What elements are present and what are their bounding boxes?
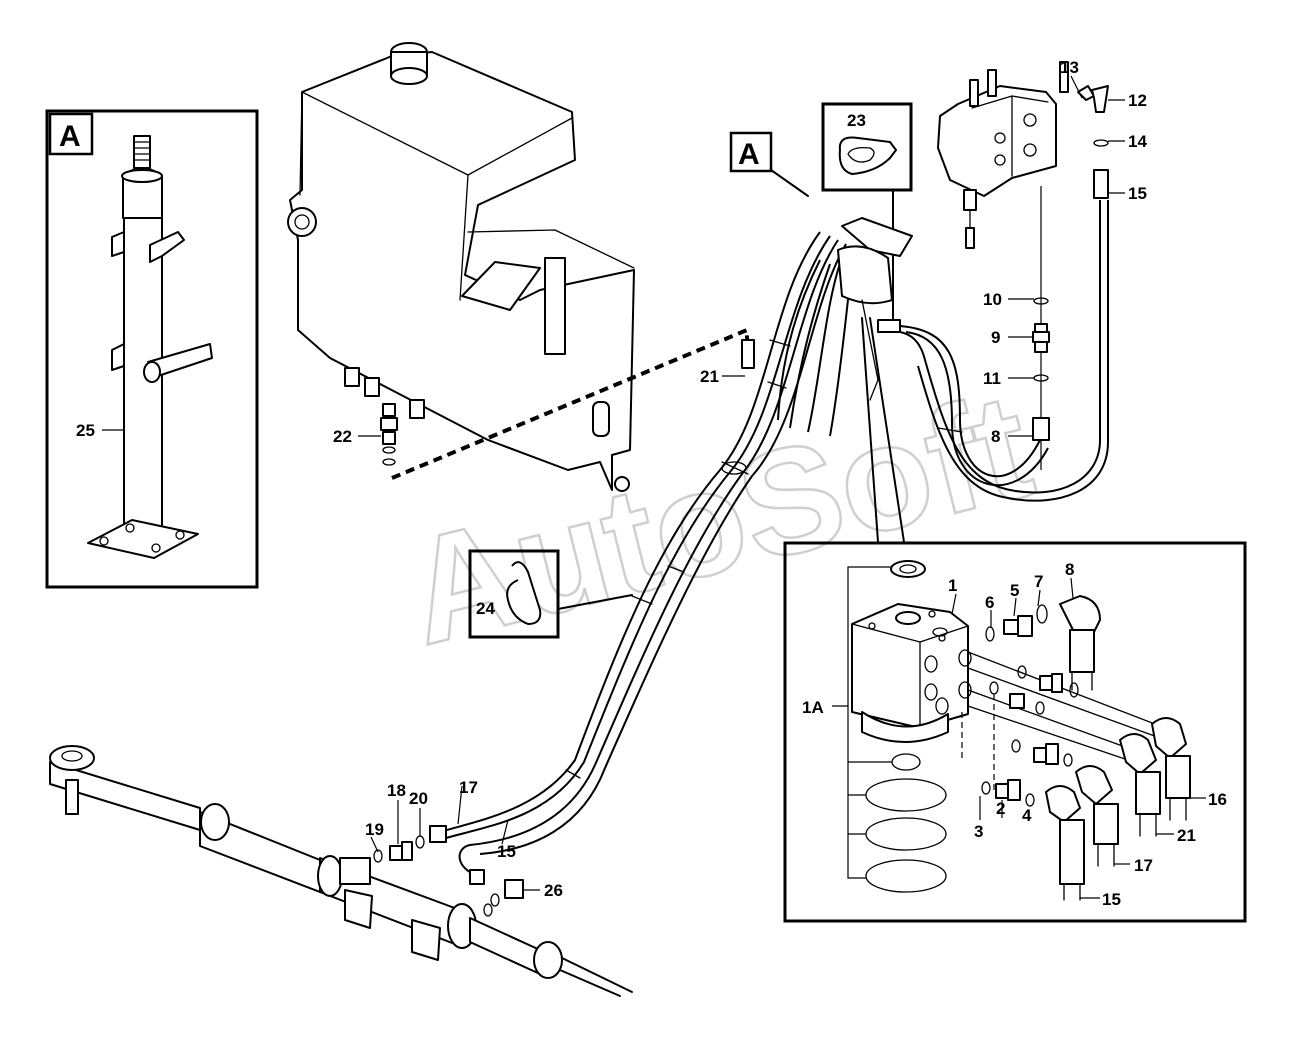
view-a-pointer-tag: A	[738, 138, 760, 171]
steering-unit-inset: 1A 1 6 5 7 8 3 2 4	[783, 541, 1247, 923]
callout-7: 7	[1034, 572, 1043, 591]
callout-13: 13	[1060, 58, 1079, 77]
strap-24	[506, 561, 542, 625]
callout-17-hose: 17	[459, 778, 478, 797]
control-valve	[937, 61, 1109, 470]
callout-21-inset: 21	[1177, 826, 1196, 845]
callout-4: 4	[1022, 806, 1032, 825]
callout-15-top: 15	[1128, 184, 1147, 203]
callout-24: 24	[476, 599, 495, 618]
callout-25: 25	[76, 421, 95, 440]
callout-16: 16	[1208, 790, 1227, 809]
callout-14: 14	[1128, 132, 1147, 151]
view-a-arrow	[770, 169, 809, 197]
callout-5: 5	[1010, 581, 1019, 600]
hose-15-route	[899, 200, 1101, 494]
callout-8-main: 8	[991, 427, 1000, 446]
callout-6: 6	[985, 593, 994, 612]
steering-column-25	[87, 135, 213, 559]
callout-10: 10	[983, 290, 1002, 309]
hose-21-end	[741, 339, 755, 369]
steering-cylinder	[49, 745, 633, 997]
callout-12: 12	[1128, 91, 1147, 110]
cylinder-fittings	[373, 825, 524, 917]
callout-15-hose: 15	[497, 842, 516, 861]
strap-24-pointer	[557, 594, 633, 610]
inset-frame	[783, 541, 1247, 923]
callout-26: 26	[544, 881, 563, 900]
callout-1A: 1A	[802, 698, 824, 717]
callout-17-inset: 17	[1134, 856, 1153, 875]
callout-21-main: 21	[700, 367, 719, 386]
callout-18: 18	[387, 781, 406, 800]
detail-a-frame	[45, 109, 259, 589]
callout-1: 1	[948, 576, 957, 595]
clip-23	[838, 136, 897, 175]
callout-8-inset: 8	[1065, 560, 1074, 579]
callout-15-inset: 15	[1102, 890, 1121, 909]
strap-24-panel	[468, 549, 560, 639]
fitting-22	[380, 403, 398, 466]
callout-23: 23	[847, 111, 866, 130]
callout-20: 20	[409, 789, 428, 808]
callout-2: 2	[996, 799, 1005, 818]
view-a-pointer-box	[729, 131, 773, 173]
inset-leader-lines	[861, 317, 905, 543]
callout-9: 9	[991, 328, 1000, 347]
callout-3: 3	[974, 822, 983, 841]
detail-a-panel: A 25	[45, 109, 259, 589]
valve-line-fittings	[1032, 139, 1109, 441]
steering-unit-mounted	[837, 217, 913, 401]
detail-a-tag-box	[48, 112, 94, 156]
callout-11: 11	[983, 369, 1001, 388]
callout-19: 19	[365, 820, 384, 839]
callout-22: 22	[333, 427, 352, 446]
clip-23-panel	[821, 102, 913, 192]
detail-a-tag: A	[59, 120, 81, 153]
hose-bundle	[439, 231, 853, 877]
hydraulic-tank	[287, 42, 635, 492]
hose-8-route	[899, 325, 1041, 478]
